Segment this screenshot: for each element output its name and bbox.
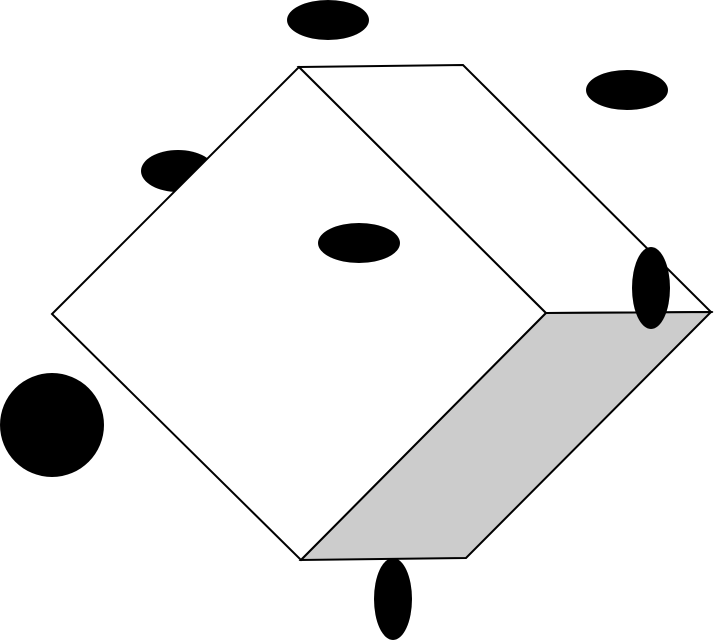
- dot-top: [287, 0, 369, 40]
- dot-right-edge: [632, 247, 670, 329]
- dot-right-upper: [586, 70, 668, 110]
- dot-center: [318, 223, 400, 263]
- dot-bottom: [374, 558, 412, 640]
- dot-left-large: [0, 373, 104, 477]
